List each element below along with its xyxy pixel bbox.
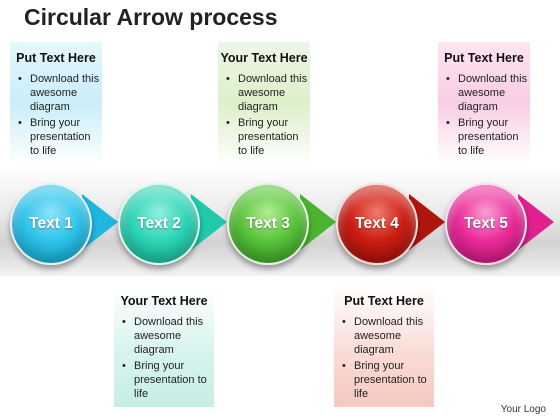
text-box-heading: Put Text Here bbox=[344, 294, 424, 308]
text-box-2: Your Text Here Download this awesome dia… bbox=[114, 285, 214, 407]
step-node-5[interactable]: Text 5 bbox=[445, 183, 527, 265]
step-label: Text 5 bbox=[464, 215, 508, 232]
text-box-heading: Put Text Here bbox=[444, 51, 524, 65]
bullet-item: Bring your presentation to life bbox=[442, 116, 530, 158]
bullet-item: Bring your presentation to life bbox=[14, 116, 102, 158]
step-label: Text 2 bbox=[137, 215, 181, 232]
step-node-2[interactable]: Text 2 bbox=[118, 183, 200, 265]
text-box-heading: Your Text Here bbox=[220, 51, 308, 65]
step-node-4[interactable]: Text 4 bbox=[336, 183, 418, 265]
page-title: Circular Arrow process bbox=[24, 4, 278, 30]
text-box-heading: Put Text Here bbox=[16, 51, 96, 65]
bullet-item: Download this awesome diagram bbox=[14, 72, 102, 114]
text-box-1: Put Text Here Download this awesome diag… bbox=[10, 42, 102, 164]
text-box-4: Put Text Here Download this awesome diag… bbox=[334, 285, 434, 407]
bullet-item: Download this awesome diagram bbox=[118, 315, 214, 357]
logo-text: Your Logo bbox=[500, 404, 546, 415]
bullet-item: Download this awesome diagram bbox=[442, 72, 530, 114]
step-node-3[interactable]: Text 3 bbox=[227, 183, 309, 265]
text-box-5: Put Text Here Download this awesome diag… bbox=[438, 42, 530, 164]
step-label: Text 4 bbox=[355, 215, 399, 232]
bullet-item: Bring your presentation to life bbox=[222, 116, 310, 158]
bullet-item: Download this awesome diagram bbox=[222, 72, 310, 114]
text-box-heading: Your Text Here bbox=[120, 294, 208, 308]
bullet-item: Bring your presentation to life bbox=[338, 359, 434, 401]
bullet-item: Download this awesome diagram bbox=[338, 315, 434, 357]
step-node-1[interactable]: Text 1 bbox=[10, 183, 92, 265]
bullet-item: Bring your presentation to life bbox=[118, 359, 214, 401]
step-label: Text 3 bbox=[246, 215, 290, 232]
text-box-3: Your Text Here Download this awesome dia… bbox=[218, 42, 310, 164]
step-label: Text 1 bbox=[29, 215, 73, 232]
